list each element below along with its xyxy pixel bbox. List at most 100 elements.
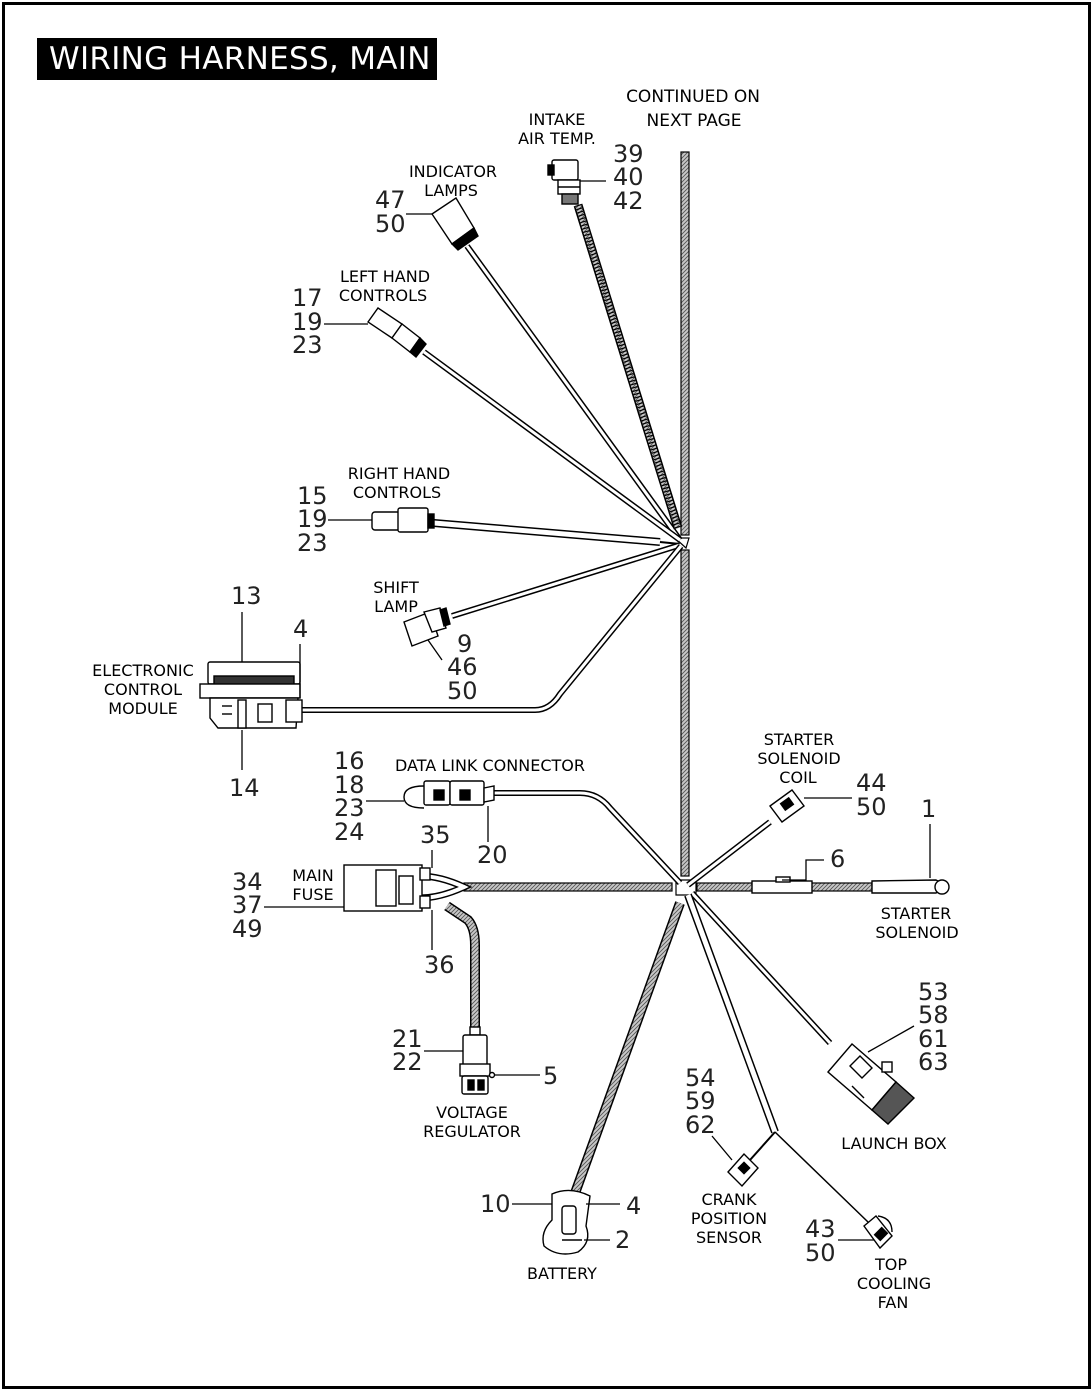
left-hand-controls-connector [367, 307, 427, 359]
callout-shift-3: 50 [447, 677, 478, 705]
starter-solenoid-coil-connector [769, 789, 805, 823]
callout-dlc-1: 16 [334, 747, 365, 775]
label-fuse-line1: MAIN [292, 866, 333, 885]
wire-data-link [490, 790, 683, 886]
label-intake-line2: AIR TEMP. [518, 129, 596, 148]
shift-lamp-connector [403, 607, 451, 647]
crank-position-sensor [727, 1152, 759, 1188]
trunk-lower [680, 549, 690, 877]
callout-right-2: 19 [297, 505, 328, 533]
wire-left-hand-controls [422, 349, 682, 543]
callout-launch-4: 63 [918, 1048, 949, 1076]
callout-crank-2: 59 [685, 1087, 716, 1115]
label-ss-line1: STARTER [881, 904, 952, 923]
label-shift-line1: SHIFT [373, 578, 419, 597]
wire-fuse-leads [419, 872, 473, 902]
label-data-link-connector: DATA LINK CONNECTOR [395, 756, 585, 775]
callout-fuse-1: 34 [232, 868, 263, 896]
label-ecm-line2: CONTROL [104, 680, 182, 699]
callout-launch-3: 61 [918, 1025, 949, 1053]
callout-left-1: 17 [292, 284, 323, 312]
right-hand-controls-connector [371, 507, 435, 533]
callout-shift-2: 46 [447, 653, 478, 681]
electronic-control-module [199, 661, 303, 729]
callout-boot: 6 [830, 845, 845, 873]
callout-indicator-1: 47 [375, 186, 406, 214]
label-right-line2: CONTROLS [353, 483, 441, 502]
callout-ecm-bottom: 14 [229, 774, 260, 802]
callout-fuse-2: 37 [232, 891, 263, 919]
label-battery: BATTERY [527, 1264, 597, 1283]
label-ssc-line1: STARTER [764, 730, 835, 749]
label-fuse-line2: FUSE [292, 885, 333, 904]
label-continued-line2: NEXT PAGE [646, 111, 741, 131]
component-labels: CONTINUED ON NEXT PAGE INTAKE AIR TEMP. … [92, 87, 959, 1312]
top-cooling-fan-connector [863, 1215, 893, 1250]
callout-fan-1: 43 [805, 1215, 836, 1243]
callout-battery-left: 10 [480, 1190, 511, 1218]
intake-air-temp-sensor [547, 159, 581, 205]
label-launch-box: LAUNCH BOX [841, 1134, 946, 1153]
label-fan-line3: FAN [878, 1293, 909, 1312]
label-intake-line1: INTAKE [529, 110, 586, 129]
callout-indicator-2: 50 [375, 210, 406, 238]
callout-shift-1: 9 [457, 630, 472, 658]
callout-dlc-3: 23 [334, 794, 365, 822]
label-vreg-line1: VOLTAGE [436, 1103, 508, 1122]
battery-terminal [542, 1189, 591, 1255]
callout-crank-1: 54 [685, 1064, 716, 1092]
data-link-connector [403, 780, 495, 809]
callout-left-2: 19 [292, 308, 323, 336]
label-fan-line2: COOLING [857, 1274, 931, 1293]
wire-indicator-lamps [464, 244, 683, 542]
label-ecm-line1: ELECTRONIC [92, 661, 194, 680]
title-banner: WIRING HARNESS, MAIN [37, 38, 437, 80]
callout-vreg-2: 22 [392, 1048, 423, 1076]
label-left-line2: CONTROLS [339, 286, 427, 305]
indicator-lamps-connector [431, 197, 479, 251]
callout-right-1: 15 [297, 482, 328, 510]
label-shift-line2: LAMP [374, 597, 418, 616]
callout-crank-3: 62 [685, 1111, 716, 1139]
leader-lines [241, 180, 931, 1241]
label-crank-line3: SENSOR [696, 1228, 762, 1247]
label-indicator-line2: LAMPS [424, 181, 478, 200]
main-fuse [343, 864, 431, 912]
callout-ssc-1: 44 [856, 769, 887, 797]
callout-dlc-clip: 20 [477, 841, 508, 869]
callout-numbers: 39 40 42 47 50 17 19 23 15 19 23 9 46 50… [229, 140, 949, 1267]
label-crank-line1: CRANK [701, 1190, 757, 1209]
label-fan-line1: TOP [874, 1255, 907, 1274]
callout-starter-solenoid: 1 [921, 795, 936, 823]
label-ssc-line3: COIL [779, 768, 816, 787]
callout-right-3: 23 [297, 529, 328, 557]
callout-vreg-1: 21 [392, 1025, 423, 1053]
label-right-line1: RIGHT HAND [348, 464, 450, 483]
wire-launch-box [689, 890, 833, 1046]
label-left-line1: LEFT HAND [340, 267, 430, 286]
callout-intake-1: 39 [613, 140, 644, 168]
label-crank-line2: POSITION [691, 1209, 767, 1228]
trunk-left [463, 882, 673, 892]
callout-ecm-right: 4 [293, 615, 308, 643]
label-ssc-line2: SOLENOID [757, 749, 840, 768]
callout-intake-3: 42 [613, 187, 644, 215]
trunk-upper [680, 151, 690, 536]
label-vreg-line2: REGULATOR [423, 1122, 521, 1141]
callout-fuse-3: 49 [232, 915, 263, 943]
diagram-title: WIRING HARNESS, MAIN [49, 41, 431, 77]
braided-branches [444, 203, 685, 1198]
wire-ecm [300, 544, 684, 713]
callout-left-3: 23 [292, 331, 323, 359]
label-ecm-line3: MODULE [108, 699, 177, 718]
wire-shift-lamp [451, 542, 681, 619]
callout-dlc-2: 18 [334, 771, 365, 799]
callout-ssc-2: 50 [856, 793, 887, 821]
callout-fuse-top: 35 [420, 821, 451, 849]
callout-dlc-4: 24 [334, 818, 365, 846]
callout-intake-2: 40 [613, 163, 644, 191]
branch-wires [300, 244, 869, 1223]
callout-launch-1: 53 [918, 978, 949, 1006]
